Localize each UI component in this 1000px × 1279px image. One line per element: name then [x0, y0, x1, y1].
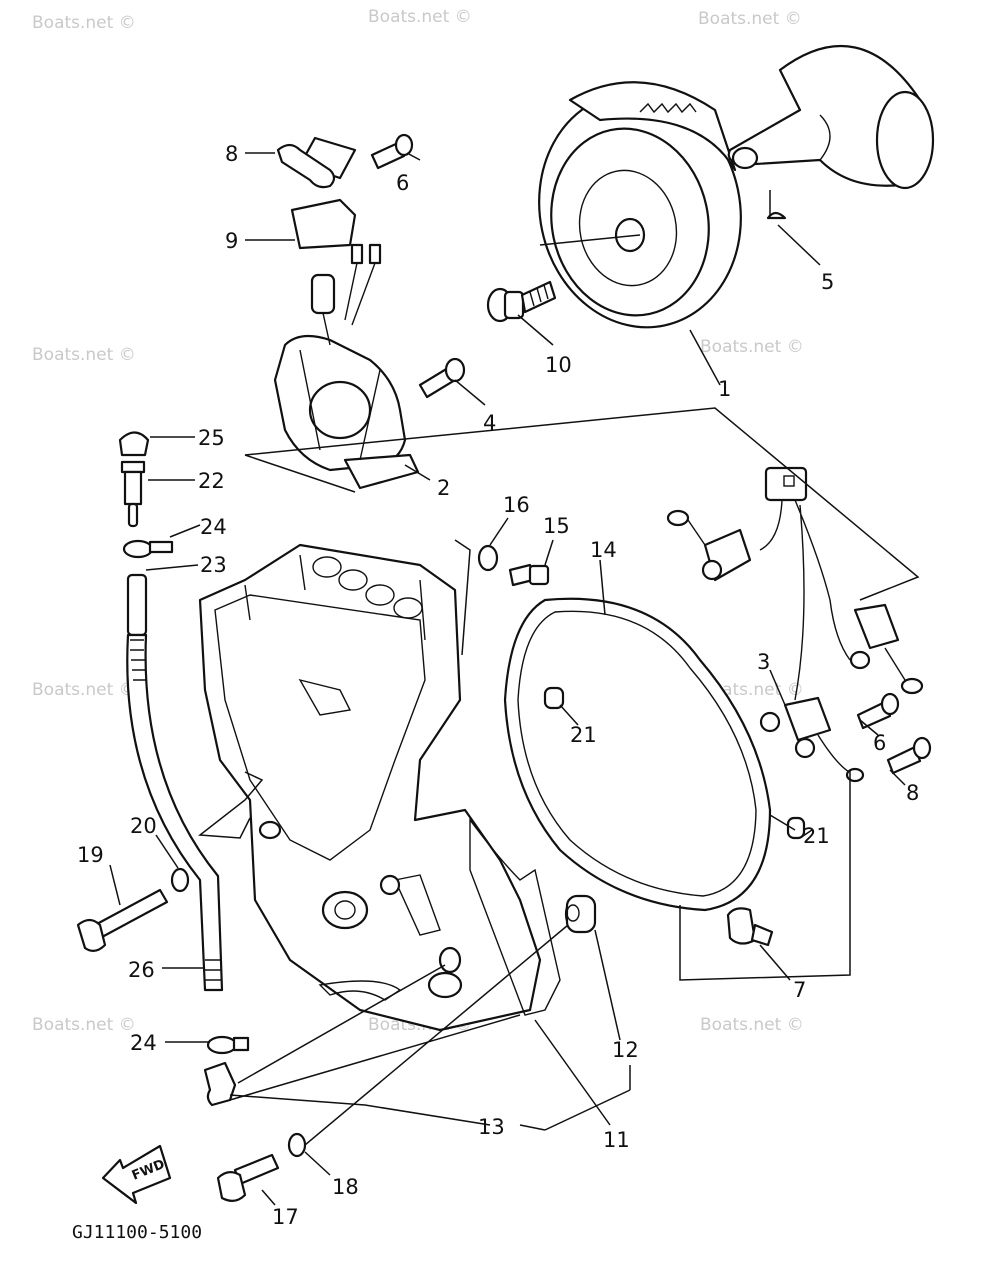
- stator-part: [273, 243, 420, 490]
- bolt-15-part: [508, 563, 550, 587]
- dowel-pin-part: [543, 686, 565, 710]
- gasket-14-part: [503, 597, 772, 912]
- washer-18-part: [287, 1132, 307, 1158]
- callout-label: 21: [803, 824, 830, 848]
- watermark: Boats.net ©: [700, 1015, 804, 1035]
- wiring-harness-part: [666, 466, 924, 783]
- watermark: Boats.net ©: [700, 337, 804, 357]
- callout-label: 2: [437, 476, 450, 500]
- drawing-code: GJ11100-5100: [72, 1222, 202, 1243]
- dowel-pin-part: [786, 816, 806, 840]
- watermark: Boats.net ©: [32, 345, 136, 365]
- callout-labels: 8 6 9 5 10 1 4 25 22 2 16 15 14 24 23 3 …: [77, 142, 919, 1229]
- callout-label: 4: [483, 411, 496, 435]
- bolt-17-part: [216, 1153, 280, 1202]
- callout-label: 11: [603, 1128, 630, 1152]
- bolt-4-part: [418, 357, 466, 399]
- callout-label: 24: [130, 1031, 157, 1055]
- callout-label: 3: [757, 650, 770, 674]
- callout-label: 6: [396, 171, 409, 195]
- callout-label: 17: [272, 1205, 299, 1229]
- callout-label: 8: [906, 781, 919, 805]
- hose-part: [126, 573, 224, 992]
- callout-label: 7: [793, 978, 806, 1002]
- callout-label: 15: [543, 514, 570, 538]
- callout-label: 10: [545, 353, 572, 377]
- watermark: Boats.net ©: [368, 7, 472, 27]
- washer-16-part: [477, 544, 499, 572]
- callout-label: 12: [612, 1038, 639, 1062]
- leader-lines: [109, 152, 920, 1206]
- washer-20-part: [170, 867, 190, 893]
- watermark: Boats.net ©: [32, 680, 136, 700]
- bolt-10-part: [486, 280, 557, 323]
- forward-direction-arrow: FWD: [101, 1144, 172, 1205]
- watermark: Boats.net ©: [698, 9, 802, 29]
- elbow-fitting-part: [203, 1061, 237, 1107]
- callout-label: 1: [718, 377, 731, 401]
- cover-gasket-part: [469, 817, 561, 1016]
- crankcase-part: [198, 543, 542, 1032]
- callout-label: 26: [128, 958, 155, 982]
- collar-part: [564, 894, 597, 934]
- callout-label: 23: [200, 553, 227, 577]
- callout-label: 22: [198, 469, 225, 493]
- callout-label: 25: [198, 426, 225, 450]
- callout-label: 16: [503, 493, 530, 517]
- watermark: Boats.net ©: [32, 1015, 136, 1035]
- woodruff-key-part: [766, 211, 787, 220]
- callout-label: 13: [478, 1115, 505, 1139]
- fitting-22-part: [118, 431, 150, 528]
- callout-label: 24: [200, 515, 227, 539]
- clamp-7-part: [726, 907, 774, 947]
- callout-label: 9: [225, 229, 238, 253]
- clamp-8-part: [276, 136, 357, 189]
- callout-label: 18: [332, 1175, 359, 1199]
- callout-label: 21: [570, 723, 597, 747]
- crankshaft-part: [727, 45, 935, 190]
- callout-label: 14: [590, 538, 617, 562]
- watermark: Boats.net ©: [32, 13, 136, 33]
- callout-label: 5: [821, 270, 834, 294]
- hose-clamp-part: [122, 539, 174, 559]
- callout-label: 8: [225, 142, 238, 166]
- callout-label: 19: [77, 843, 104, 867]
- flywheel-rotor-part: [538, 81, 742, 329]
- bolt-6-part: [370, 133, 414, 170]
- hose-clamp-part: [206, 1035, 250, 1055]
- grommet-part: [290, 198, 357, 250]
- bolt-8-part: [886, 736, 932, 775]
- callout-label: 20: [130, 814, 157, 838]
- bolt-19-part: [76, 888, 169, 952]
- callout-label: 6: [873, 731, 886, 755]
- bolt-6-part: [856, 692, 900, 730]
